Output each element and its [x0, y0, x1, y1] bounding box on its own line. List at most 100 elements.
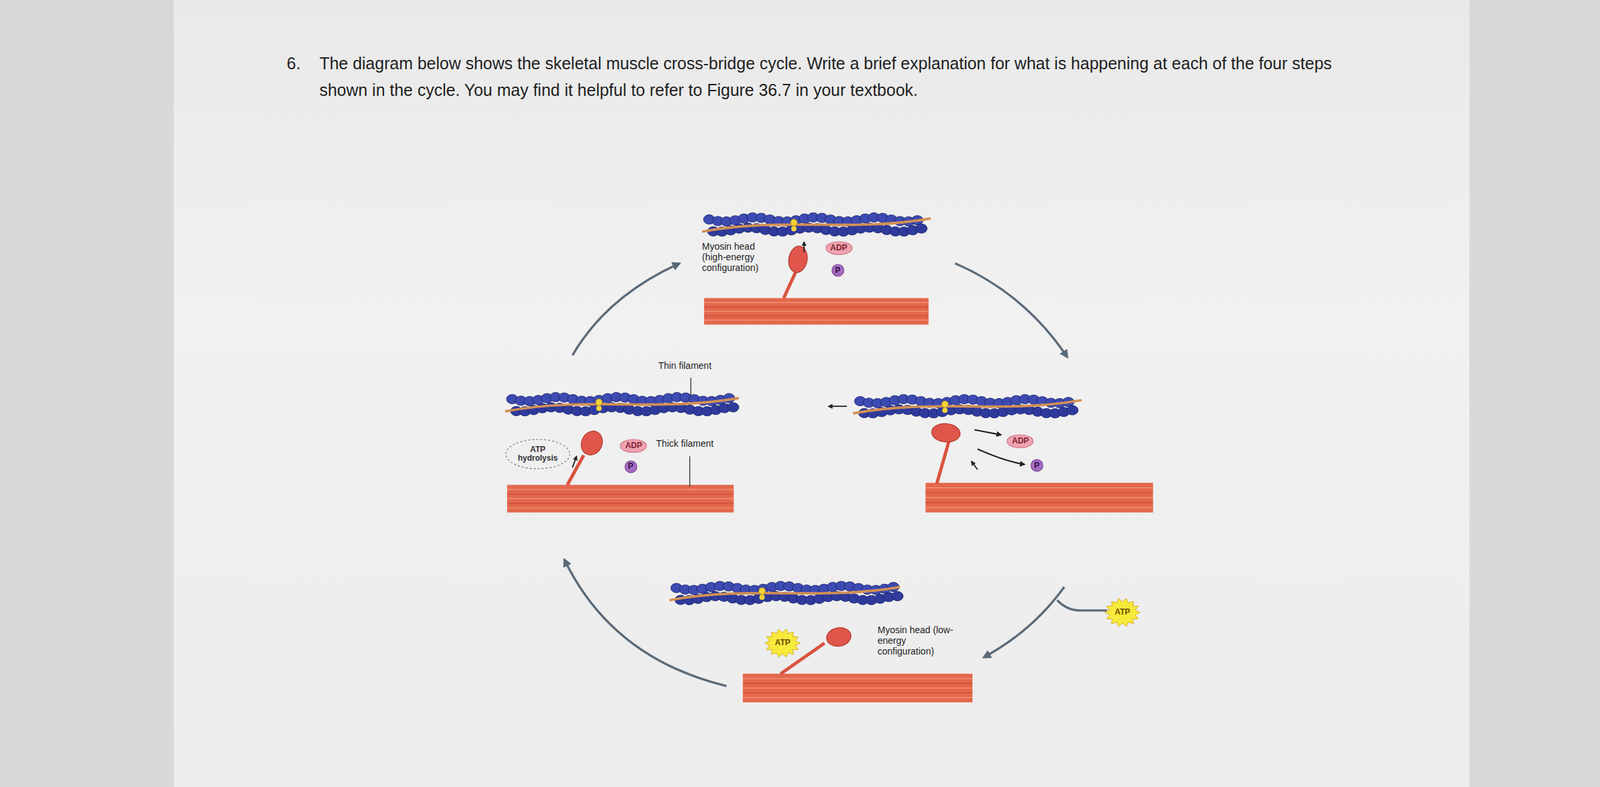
myosin-neck [936, 440, 949, 484]
bubble-shape [831, 264, 844, 277]
actin-bead [752, 593, 765, 603]
actin-bead [785, 225, 797, 235]
bubble-shape [825, 241, 852, 255]
molecule-label: ATP [774, 638, 791, 647]
bubble-shape [505, 439, 570, 469]
molecule-label: ADP [624, 441, 642, 450]
thin-filament [853, 394, 1082, 418]
thick-filament-bar [742, 673, 973, 703]
actin-bead [915, 223, 928, 233]
troponin [790, 218, 798, 226]
leader-line [689, 455, 691, 487]
stripe [507, 502, 734, 504]
atp-starburst: ATP [766, 629, 799, 657]
thick-filament [704, 298, 929, 325]
slide-arrow [828, 405, 848, 407]
stripe [507, 493, 734, 494]
cycle-arrow [572, 263, 680, 356]
cycle-arrow [564, 559, 727, 686]
molecule-bubble: ADP [619, 438, 647, 453]
actin-bead [891, 591, 904, 601]
stripe [704, 315, 929, 317]
molecule-label: ATP hydrolysis [517, 445, 559, 463]
myosin-head [825, 625, 853, 649]
molecule-bubble: ADP [825, 240, 853, 255]
stripe [704, 310, 929, 312]
bubble-shape [1006, 434, 1033, 448]
troponin [759, 594, 765, 600]
stripe [742, 677, 973, 679]
release-arrow [974, 429, 1001, 435]
molecule-bubble: P [624, 459, 638, 474]
stripe [925, 487, 1154, 488]
thick-filament-bar [925, 482, 1154, 512]
starburst [1104, 598, 1141, 627]
molecule-label: P [1034, 461, 1040, 470]
part-label: Thick filament [656, 437, 749, 449]
troponin [758, 587, 766, 595]
stripe [507, 507, 734, 508]
cycle-arrow [955, 263, 1068, 358]
stripe [925, 507, 1154, 508]
small-arrow [971, 461, 978, 470]
thick-filament-bar [704, 298, 929, 325]
molecule-label: ADP [1011, 436, 1029, 446]
question-text: 6. [286, 49, 318, 77]
thick-filament [925, 482, 1154, 512]
small-arrow [803, 241, 805, 252]
part-label: Thin filament [658, 360, 751, 371]
myosin-neck [783, 271, 796, 299]
thick-filament [742, 673, 973, 703]
question-text: The diagram below shows the skeletal mus… [319, 49, 1361, 104]
cycle-arrow [983, 587, 1065, 658]
stripe [704, 302, 929, 303]
stripe [704, 306, 929, 307]
molecule-bubble: ADP [1006, 433, 1034, 448]
leader-line [690, 377, 691, 397]
thin-filament [669, 581, 904, 605]
small-arrow [572, 455, 577, 468]
stripe [704, 319, 929, 321]
thick-filament-bar [507, 484, 734, 512]
bubble-shape [624, 460, 637, 473]
stripe [742, 682, 973, 684]
molecule-label: ADP [830, 243, 848, 253]
paper-sheet [173, 0, 1470, 787]
stripe [742, 687, 973, 689]
stripe [742, 696, 973, 698]
atp-input-line [1056, 600, 1107, 611]
troponin [941, 400, 949, 408]
stripe [925, 491, 1154, 493]
molecule-label: P [627, 461, 633, 471]
troponin [596, 405, 602, 411]
tropomyosin [702, 218, 931, 232]
thick-filament [507, 484, 734, 512]
part-label: Myosin head (high-energy configuration) [702, 240, 776, 273]
myosin-head [931, 421, 962, 443]
actin-bead [727, 402, 739, 412]
stripe [742, 692, 973, 693]
thin-filament [505, 392, 739, 416]
molecule-bubble: P [1030, 458, 1044, 472]
tropomyosin [853, 400, 1082, 414]
molecule-label: ATP [1114, 607, 1131, 617]
atp-starburst: ATP [1106, 599, 1139, 626]
tropomyosin [669, 587, 900, 601]
actin-bead [1066, 405, 1079, 415]
hydrolysis-bubble: ATP hydrolysis [505, 438, 571, 470]
starburst [764, 628, 800, 657]
part-label: Myosin head (low-energy configuration) [877, 624, 960, 657]
myosin-head [786, 244, 810, 274]
molecule-bubble: P [831, 263, 845, 277]
stripe [925, 501, 1154, 503]
bubble-shape [620, 439, 647, 452]
release-arrow [977, 449, 1025, 465]
stripe [925, 497, 1154, 498]
actin-bead [936, 407, 948, 417]
stripe [507, 489, 734, 490]
stripe [507, 497, 734, 499]
troponin [595, 398, 603, 406]
myosin-neck [567, 455, 584, 485]
